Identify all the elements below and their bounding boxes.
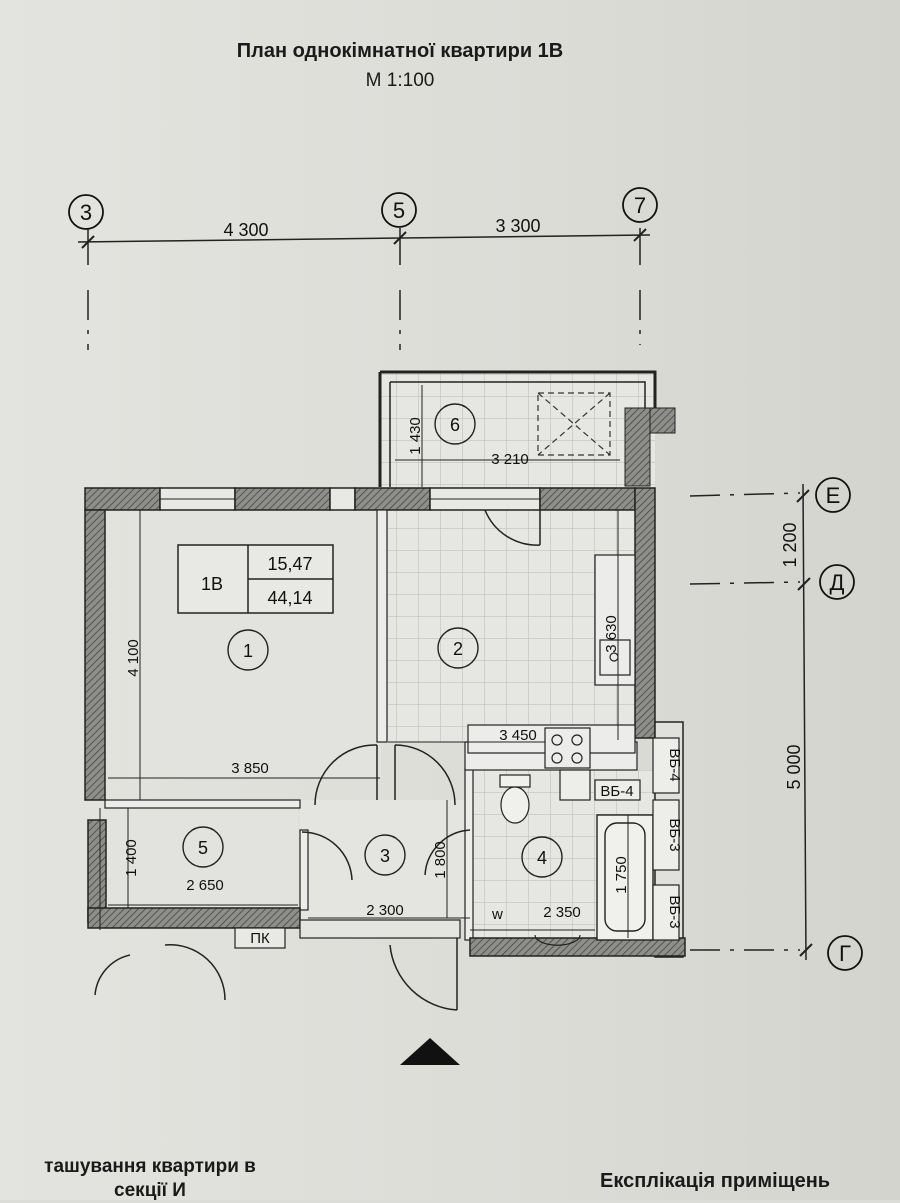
dim-room2-depth: 3 630: [603, 615, 620, 653]
label-vb3-upper: ВБ-3: [666, 818, 683, 851]
bathtub: [596, 814, 654, 941]
axis-label-g: Г: [839, 941, 851, 966]
toilet: [499, 774, 531, 824]
dim-top-span-2: 3 300: [495, 216, 540, 236]
plan-title: План однокімнатної квартири 1В: [236, 40, 564, 62]
location-caption: ташування квартири в секції И: [0, 1155, 300, 1203]
location-caption-line-2: секції И: [114, 1180, 186, 1201]
dim-hall-height: 1 800: [432, 841, 449, 879]
dim-balcony-depth: 1 430: [407, 417, 424, 455]
dim-room5-height: 1 400: [123, 839, 140, 877]
room-number-3: 3: [380, 846, 390, 866]
dim-room5-width: 2 650: [186, 877, 224, 894]
dim-bath-height: 1 750: [613, 856, 630, 894]
axis-marker-d: Д: [819, 564, 855, 600]
axis-marker-g: Г: [827, 935, 863, 971]
dim-top-span-1: 4 300: [223, 220, 268, 240]
axis-label-7: 7: [634, 193, 646, 218]
axis-lines-vertical: [77, 228, 651, 350]
entrance-arrow: [400, 1038, 460, 1065]
sink: [534, 934, 581, 946]
apartment-label-box: 1В 15,47 44,14: [177, 544, 334, 614]
dim-right-lower: 5 000: [784, 744, 804, 789]
stove: [544, 727, 591, 769]
doors: [94, 509, 541, 1011]
axis-label-e: Е: [826, 483, 841, 508]
axis-label-5: 5: [393, 198, 405, 223]
dim-room1-height: 4 100: [125, 639, 142, 677]
explication-heading: Експлікація приміщень: [600, 1170, 831, 1192]
living-area: 15,47: [267, 554, 312, 574]
dim-room2-width: 3 450: [499, 727, 537, 744]
label-w: w: [491, 906, 503, 923]
room-number-4: 4: [537, 848, 547, 868]
balcony: [378, 370, 676, 487]
plan-scale: М 1:100: [365, 70, 435, 91]
axis-marker-3: 3: [68, 194, 104, 230]
label-vb4-horizontal: ВБ-4: [600, 783, 633, 800]
axis-label-d: Д: [830, 570, 845, 595]
dim-hall-width: 2 300: [366, 902, 404, 919]
apartment-walls: [84, 487, 686, 958]
location-caption-line-1: ташування квартири в: [44, 1156, 256, 1177]
room-number-6: 6: [450, 415, 460, 435]
axis-lines-horizontal: [689, 483, 813, 961]
label-pk: ПК: [250, 930, 270, 947]
room-number-2: 2: [453, 639, 463, 659]
dim-room1-width: 3 850: [231, 760, 269, 777]
label-vb3-lower: ВБ-3: [666, 895, 683, 928]
apartment-code: 1В: [201, 574, 223, 594]
pk-box: ПК: [234, 927, 286, 949]
dim-right-upper: 1 200: [780, 522, 800, 567]
label-vb4-vertical: ВБ-4: [666, 748, 683, 781]
axis-marker-7: 7: [622, 187, 658, 223]
room-number-5: 5: [198, 838, 208, 858]
inner-dimension-lines: [108, 385, 629, 938]
room-markers: 1 2 3 4 5 6: [182, 403, 563, 878]
riser-boxes: [559, 737, 680, 941]
total-area: 44,14: [267, 588, 312, 608]
axis-label-3: 3: [80, 200, 92, 225]
axis-marker-5: 5: [381, 192, 417, 228]
dim-bath-width: 2 350: [543, 904, 581, 921]
dim-balcony-width: 3 210: [491, 451, 529, 468]
axis-marker-e: Е: [815, 477, 851, 513]
room-number-1: 1: [243, 641, 253, 661]
